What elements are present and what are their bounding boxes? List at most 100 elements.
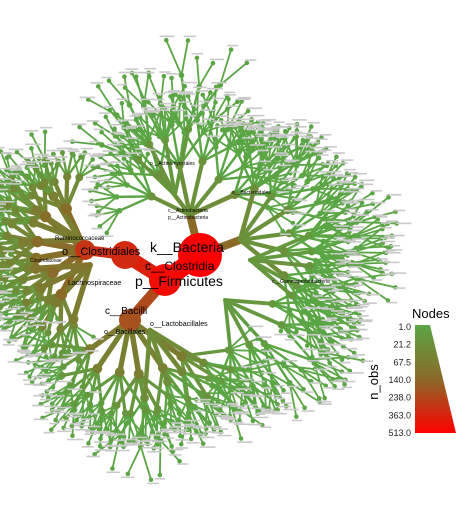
tree-node <box>268 136 274 141</box>
leaf-label <box>340 261 352 263</box>
tree-node <box>245 129 251 135</box>
leaf-label <box>142 109 157 112</box>
leaf-label <box>349 226 364 228</box>
leaf-label <box>316 154 329 156</box>
leaf-label <box>352 214 367 216</box>
leaf-label <box>28 317 40 319</box>
tree-edge <box>223 298 252 347</box>
leaf-label <box>228 421 244 424</box>
tree-node <box>177 458 182 464</box>
leaf-label <box>283 408 299 411</box>
leaf-label <box>308 141 320 144</box>
tree-node <box>130 154 136 160</box>
tree-node <box>370 190 375 196</box>
leaf-label <box>354 310 366 312</box>
leaf-label <box>117 445 128 447</box>
leaf-label <box>164 91 175 94</box>
leaf-label <box>316 400 328 403</box>
tree-node <box>30 252 42 265</box>
tree-edge <box>118 195 153 212</box>
tree-edge <box>116 165 128 186</box>
leaf-label <box>195 401 210 404</box>
tree-node <box>345 203 351 208</box>
tree-edge <box>142 327 153 401</box>
leaf-label <box>110 161 125 163</box>
tree-node <box>199 358 208 368</box>
tree-edge <box>118 370 144 409</box>
leaf-label <box>355 280 369 283</box>
tree-node <box>268 299 277 308</box>
tree-edge <box>307 208 347 237</box>
tree-node <box>161 73 167 79</box>
tree-node <box>200 129 207 136</box>
leaf-label <box>352 324 366 326</box>
tree-node <box>245 367 252 373</box>
tree-node <box>301 386 306 392</box>
leaf-label <box>192 426 206 429</box>
tree-node <box>249 184 259 194</box>
leaf-label <box>213 412 227 415</box>
leaf-label <box>91 338 104 340</box>
leaf-label <box>230 405 243 407</box>
leaf-label <box>131 443 146 446</box>
tree-node <box>314 315 321 322</box>
tree-node <box>74 417 79 423</box>
tree-node <box>156 133 163 140</box>
leaf-label <box>215 125 226 128</box>
tree-edge <box>321 351 351 372</box>
tree-edge <box>314 254 337 262</box>
tree-node <box>43 354 49 360</box>
leaf-label <box>118 449 130 452</box>
tree-node <box>126 102 133 108</box>
tree-node <box>168 94 173 99</box>
tree-edge <box>30 133 46 161</box>
tree-node <box>17 236 29 248</box>
leaf-label <box>224 418 235 421</box>
tree-edge <box>248 343 253 383</box>
leaf-label <box>116 98 129 100</box>
leaf-label <box>256 135 272 138</box>
tree-node <box>177 367 187 377</box>
leaf-label <box>24 320 39 322</box>
tree-node <box>128 139 133 145</box>
tree-edge <box>166 380 181 415</box>
tree-edge <box>201 119 215 163</box>
label-family-rumino: Ruminococcaceae <box>55 236 105 242</box>
leaf-label <box>291 212 308 215</box>
leaf-label <box>307 359 320 362</box>
tree-node <box>281 144 287 150</box>
leaf-label <box>348 266 361 268</box>
leaf-label <box>370 190 382 192</box>
legend-title: Nodes <box>412 306 450 321</box>
tree-node <box>127 409 135 417</box>
leaf-label <box>135 148 151 150</box>
tree-node <box>371 275 376 281</box>
tree-node <box>259 153 266 159</box>
leaf-label <box>91 227 103 230</box>
tree-edge <box>280 322 329 327</box>
tree-node <box>133 117 139 123</box>
tree-node <box>48 341 56 349</box>
leaf-label <box>248 325 264 328</box>
tree-node <box>70 408 76 413</box>
tree-edge <box>91 402 103 430</box>
leaf-label <box>13 314 29 316</box>
tree-edge <box>229 350 244 391</box>
tree-node <box>260 339 268 348</box>
tree-edge <box>323 333 356 354</box>
tree-edge <box>100 131 127 155</box>
tree-node <box>320 238 327 245</box>
leaf-label <box>0 312 3 315</box>
tree-node <box>119 134 125 140</box>
leaf-label <box>212 428 228 430</box>
leaf-label <box>187 425 202 427</box>
tree-edge <box>96 183 118 198</box>
leaf-label <box>251 380 266 383</box>
tree-node <box>281 362 287 369</box>
leaf-label <box>172 431 187 434</box>
leaf-label <box>181 81 198 84</box>
leaf-label <box>97 179 110 182</box>
tree-node <box>238 127 243 132</box>
leaf-label <box>263 358 278 361</box>
leaf-label <box>205 425 219 428</box>
